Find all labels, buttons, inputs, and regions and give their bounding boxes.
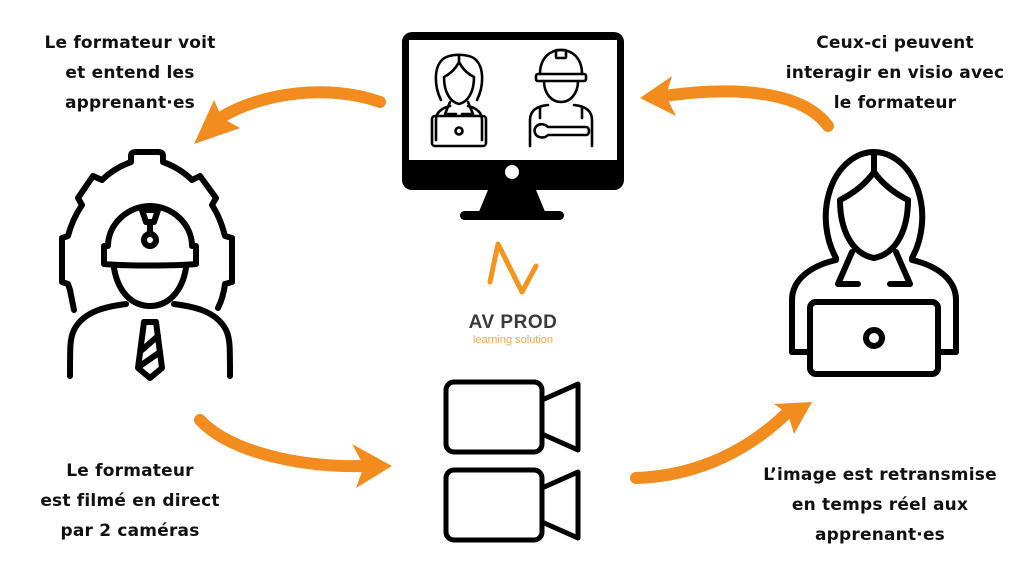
logo-wave-icon	[487, 241, 539, 295]
arrow-trainer-to-cameras	[194, 414, 392, 488]
caption-line: est filmé en direct	[40, 491, 220, 511]
caption-trainer-filmed: Le formateur est filmé en direct par 2 c…	[20, 456, 240, 546]
logo-tagline: learning solution	[472, 334, 554, 346]
learner-laptop-icon	[789, 149, 959, 377]
caption-line: en temps réel aux	[791, 495, 969, 515]
caption-line: par 2 caméras	[60, 521, 200, 541]
caption-trainer-sees-learners: Le formateur voit et entend les apprenan…	[20, 28, 240, 118]
monitor-video-call-icon	[402, 32, 624, 220]
caption-line: Le formateur voit	[44, 33, 216, 53]
video-camera-icon	[443, 379, 581, 455]
caption-line: apprenant·es	[64, 93, 196, 113]
caption-learners-interact: Ceux-ci peuvent interagir en visio avec …	[770, 28, 1020, 118]
logo-name: AV PROD	[468, 312, 558, 333]
video-camera-icon	[443, 467, 581, 543]
worker-wrench-icon	[528, 48, 594, 148]
caption-line: le formateur	[833, 93, 957, 113]
caption-line: L’image est retransmise	[763, 465, 997, 485]
caption-line: interagir en visio avec	[785, 63, 1005, 83]
caption-line: Le formateur	[66, 461, 194, 481]
arrow-screen-to-trainer	[194, 86, 386, 144]
caption-line: apprenant·es	[814, 525, 946, 545]
engineer-gear-icon	[59, 149, 235, 381]
caption-line: Ceux-ci peuvent	[816, 33, 974, 53]
caption-image-broadcast: L’image est retransmise en temps réel au…	[750, 460, 1010, 550]
arrow-cameras-to-learner	[630, 402, 812, 484]
woman-laptop-icon	[430, 53, 488, 148]
arrow-learner-to-screen	[640, 76, 834, 132]
caption-line: et entend les	[65, 63, 195, 83]
